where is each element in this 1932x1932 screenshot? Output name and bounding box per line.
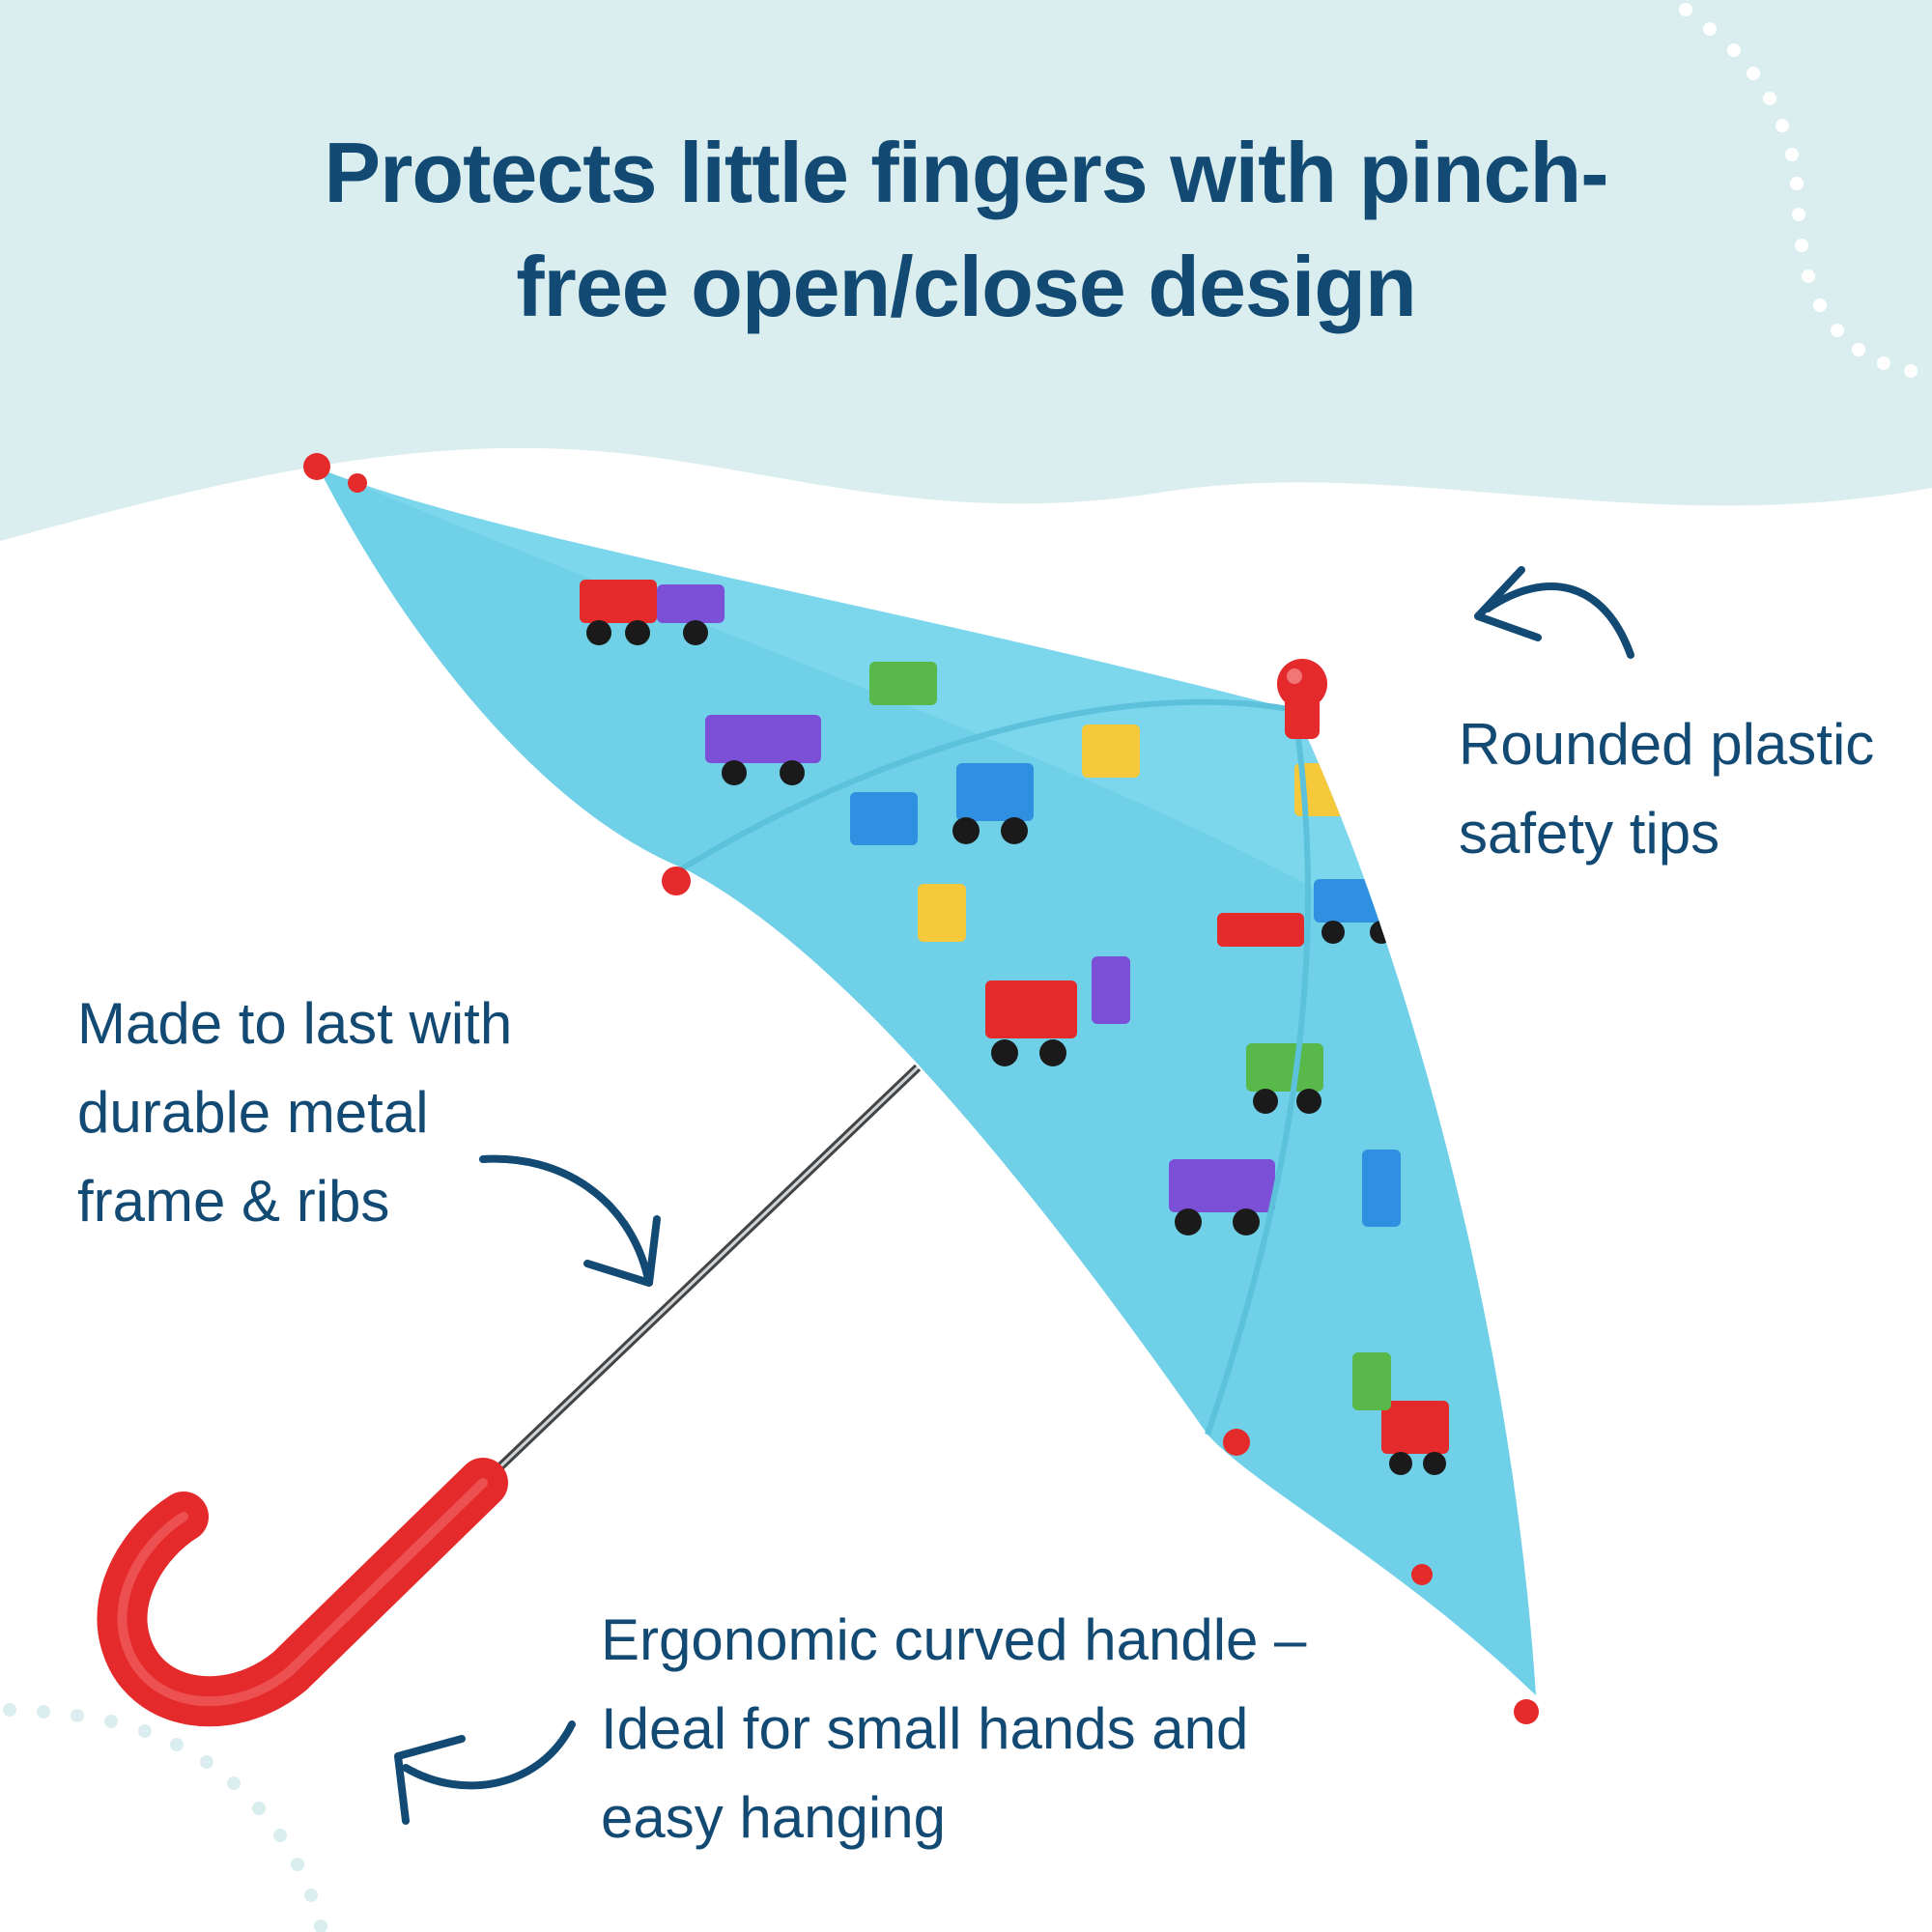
headline-line-2: free open/close design xyxy=(516,239,1417,334)
callout-text: safety tips xyxy=(1459,801,1720,866)
curved-arrow-icon xyxy=(394,1720,576,1825)
headline-line-1: Protects little fingers with pinch- xyxy=(324,125,1608,220)
curved-handle xyxy=(97,1458,508,1727)
curved-arrow-icon xyxy=(1474,566,1634,659)
header-band xyxy=(0,0,1932,541)
callout-text: Ergonomic curved handle – xyxy=(601,1607,1307,1672)
canopy-seams xyxy=(679,698,1312,1435)
curved-arrow-icon xyxy=(479,1154,661,1287)
dotted-arc-bottom-left xyxy=(3,1703,327,1932)
callout-text: Ideal for small hands and xyxy=(601,1696,1249,1761)
callout-safety-tips: Rounded plastic safety tips xyxy=(1459,700,1922,878)
top-finial xyxy=(1277,659,1327,739)
callout-text: Rounded plastic xyxy=(1459,712,1875,777)
callout-text: Made to last with xyxy=(77,991,513,1056)
callout-text: frame & ribs xyxy=(77,1169,390,1234)
callout-text: durable metal xyxy=(77,1080,429,1145)
headline: Protects little fingers with pinch- free… xyxy=(193,116,1739,344)
red-ball-tip-icon xyxy=(303,453,1539,1724)
dotted-arc-top-right xyxy=(1679,3,1918,378)
callout-curved-handle: Ergonomic curved handle – Ideal for smal… xyxy=(601,1596,1393,1862)
callout-metal-frame: Made to last with durable metal frame & … xyxy=(77,980,580,1246)
callout-text: easy hanging xyxy=(601,1785,946,1850)
